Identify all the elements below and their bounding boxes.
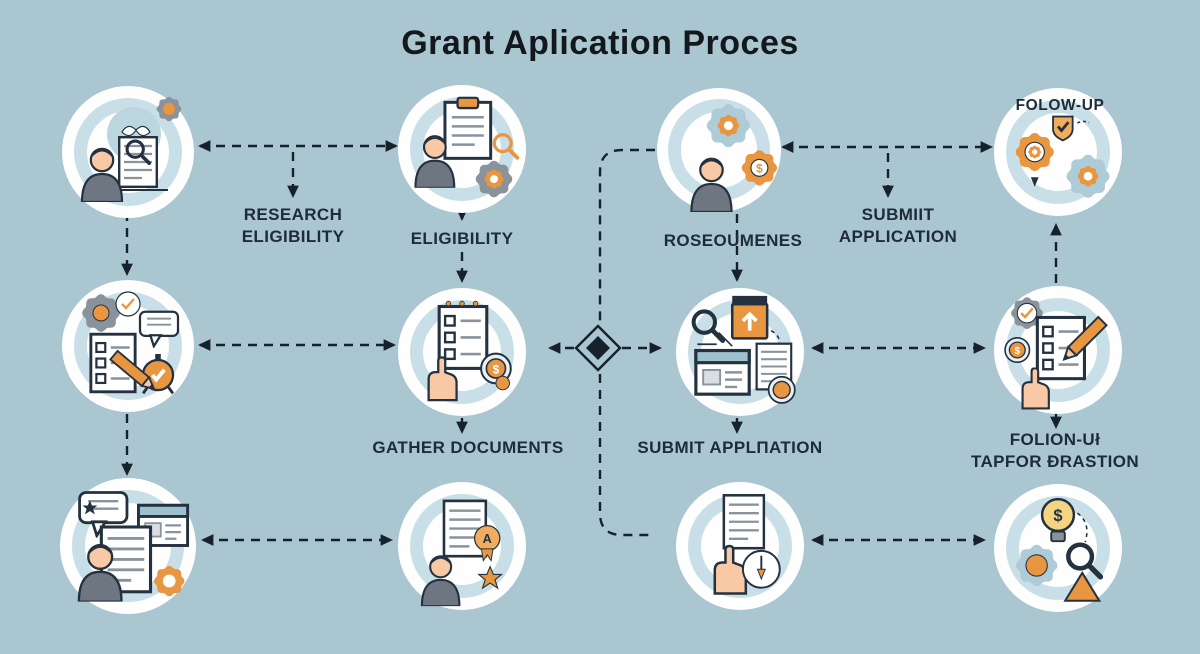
person-clipboard-gear-magnifier-icon — [414, 96, 520, 200]
node-verify-checklist: $ — [994, 286, 1122, 414]
label-gather-documents: GATHER DOCUMENTS — [372, 438, 564, 457]
label-roseoumenes: ROSEOUMENES — [663, 231, 803, 250]
label-folow-up: FOLOW-UP — [1015, 97, 1105, 114]
node-follow-up-tasks: $ — [994, 484, 1122, 612]
label-folion-ui: FOLION-Uł TAPFOR ĐRASTION — [970, 430, 1140, 471]
dollar-glyph: $ — [1053, 507, 1062, 525]
person-document-magnifier-icon — [80, 95, 183, 202]
dollar-bulb-gear-magnifier-triangle-icon: $ — [1013, 497, 1122, 603]
dollar-glyph: $ — [756, 162, 763, 176]
node-research-eligibility — [62, 86, 194, 218]
node-process-gears: $ — [657, 88, 781, 212]
node-eligibility — [398, 85, 526, 213]
label-submiit-application: SUBMIIT APPLICATION — [838, 205, 958, 246]
person-gears-dollar-icon: $ — [690, 101, 780, 212]
node-gather-documents: $ — [398, 288, 526, 416]
gear-checklist-pencil-clock-speech-icon — [80, 291, 180, 396]
connector-elbow-top — [598, 148, 655, 322]
dollar-glyph: $ — [493, 363, 500, 376]
node-communication — [60, 478, 196, 614]
gear-check-coin-hand-checklist-pencil-icon: $ — [1004, 295, 1108, 410]
person-speech-bubble-documents-gear-icon — [77, 491, 190, 602]
node-submit-final — [676, 482, 804, 610]
person-document-award-star-icon: A — [420, 499, 503, 607]
award-glyph: A — [483, 532, 492, 546]
page-title: Grant Aplication Proces — [401, 24, 799, 62]
magnifier-calendar-browser-document-coin-icon — [676, 295, 796, 404]
hand-notepad-dollar-coin-icon: $ — [427, 300, 512, 402]
node-follow-up — [994, 88, 1122, 216]
label-eligibility: ELIGIBILITY — [410, 229, 514, 248]
node-submit-documents — [676, 288, 804, 416]
gear-bulb-shield-check-gear-icon — [1013, 115, 1112, 201]
node-award: A — [398, 482, 526, 610]
hand-document-dial-pen-icon — [713, 494, 781, 595]
label-research-eligibility: RESEARCH ELIGIBILITY — [241, 205, 345, 246]
dollar-glyph: $ — [1015, 346, 1021, 357]
node-review-terms — [62, 280, 194, 412]
label-submit-applnation: SUBMIT APPLПATION — [637, 438, 823, 457]
